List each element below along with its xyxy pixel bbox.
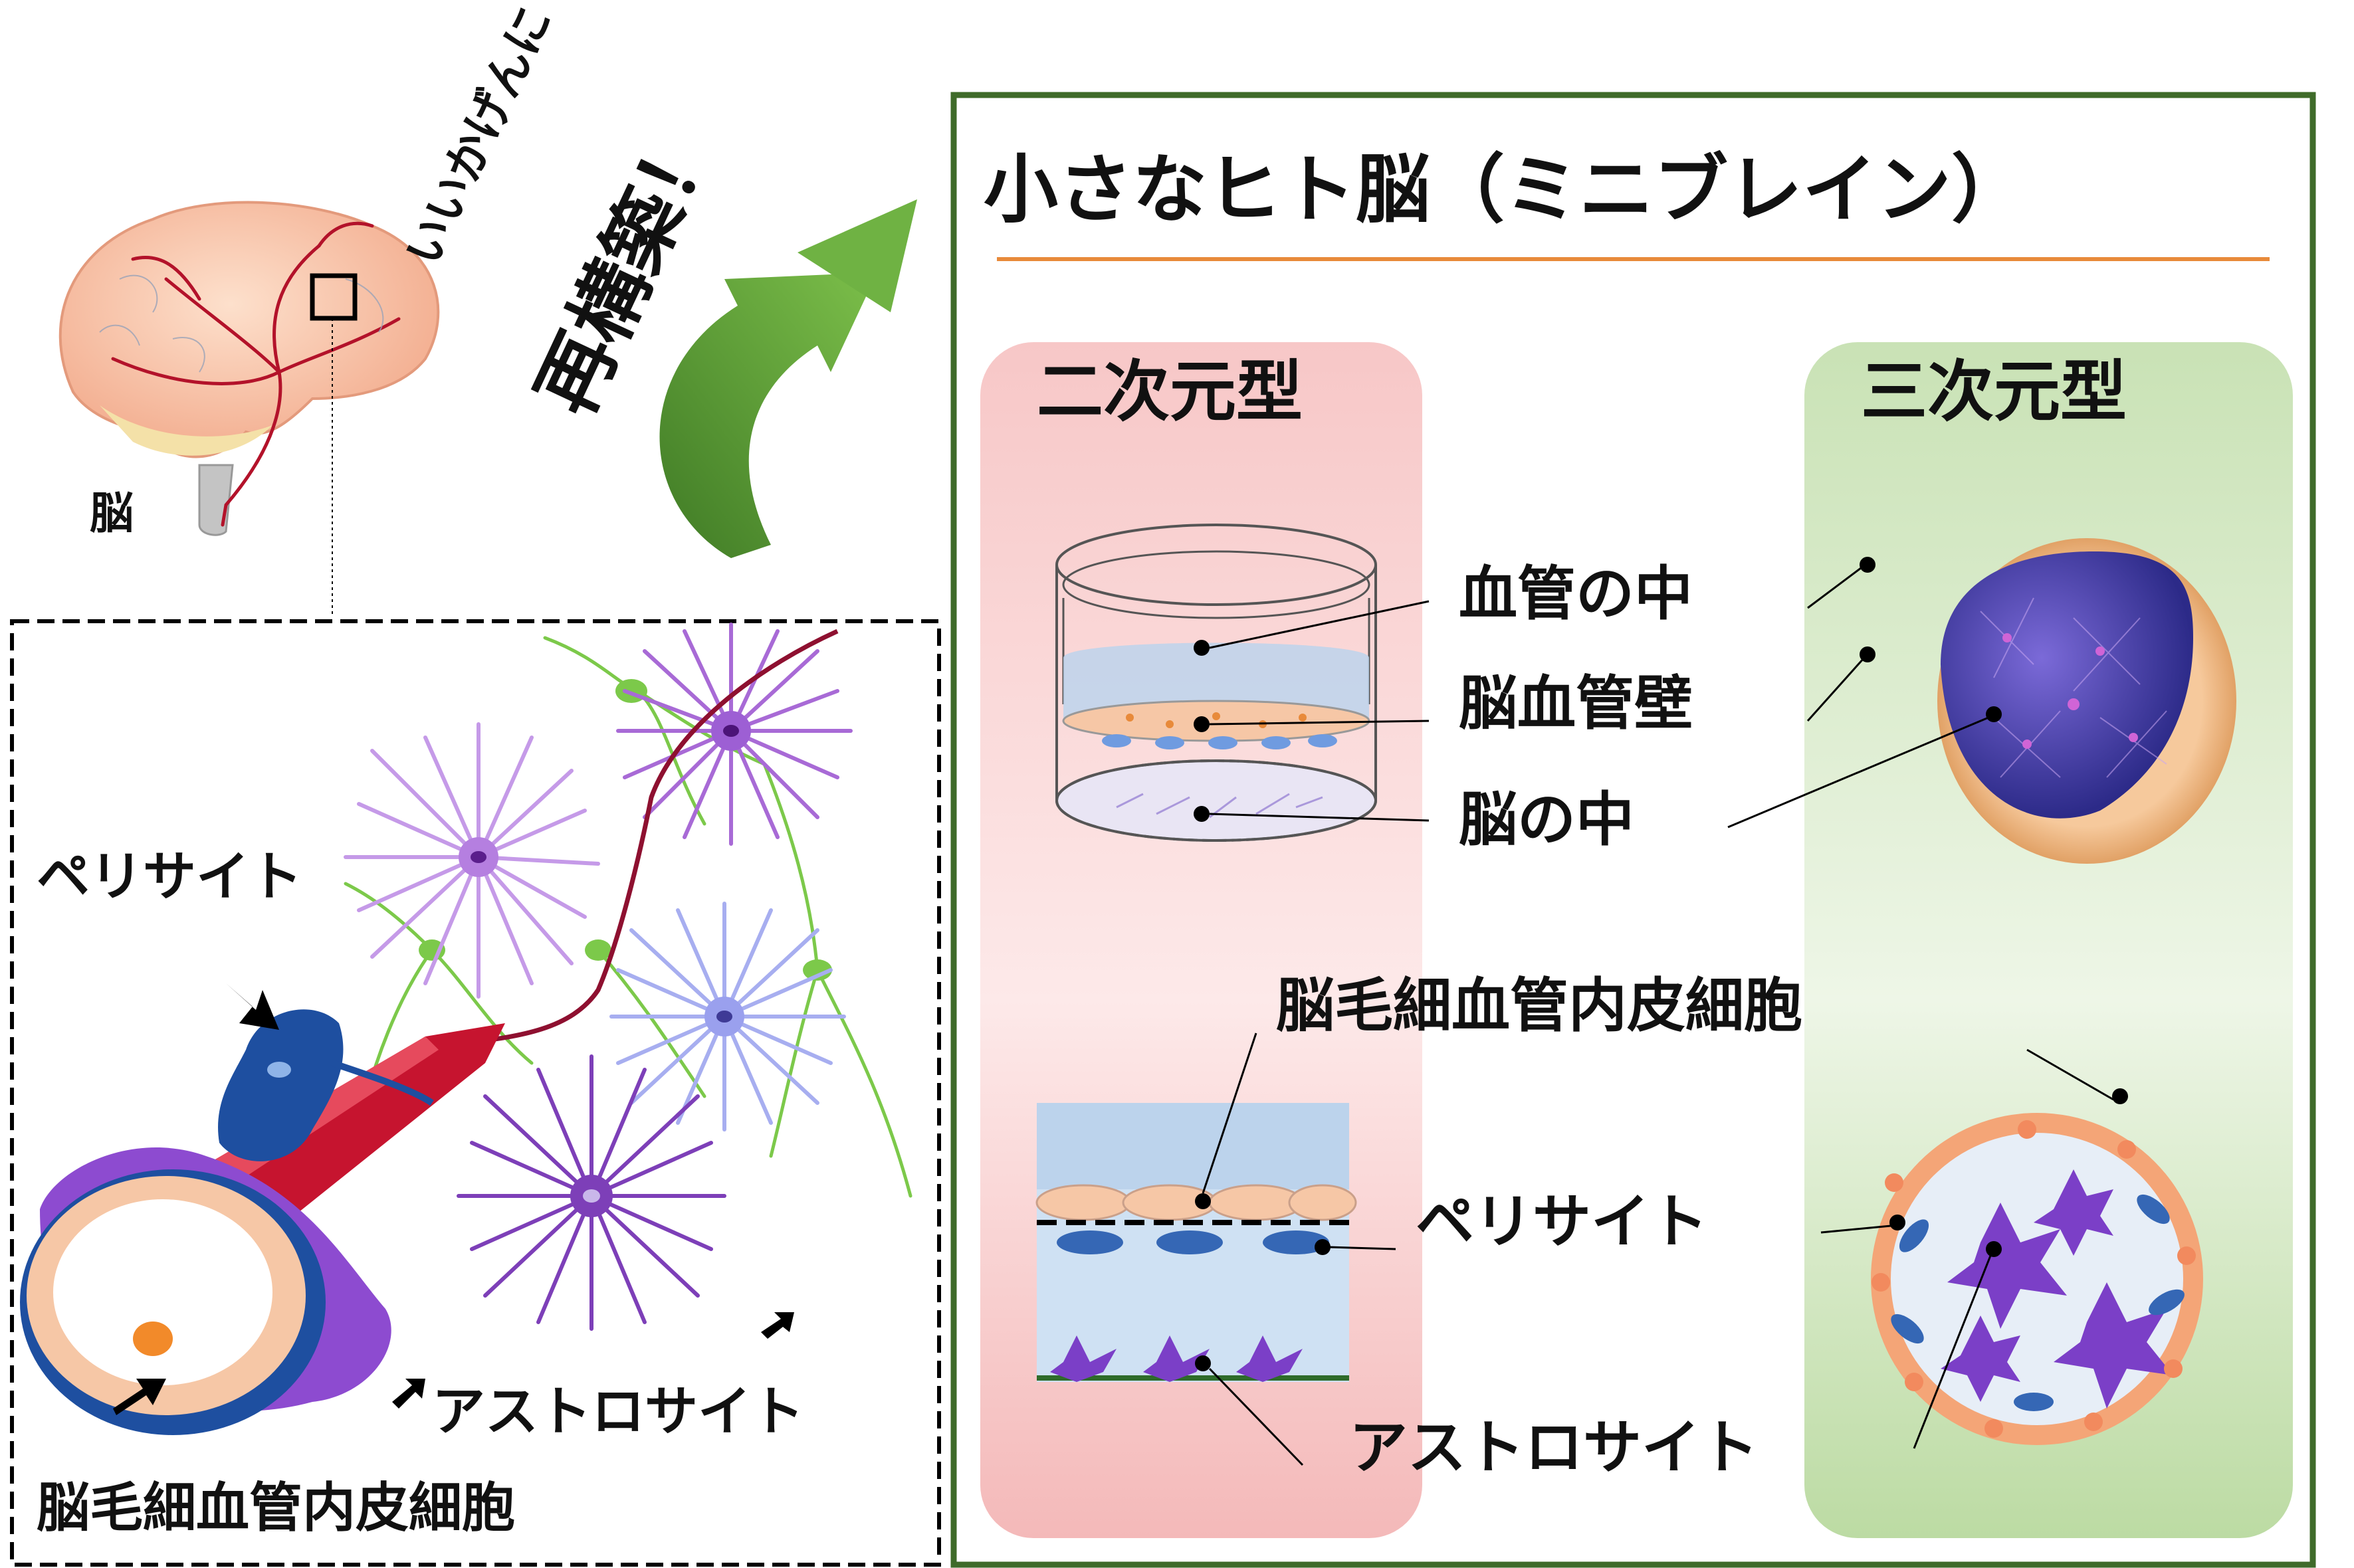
vessel-inside-label: 血管の中 (1459, 559, 1693, 628)
type-2d-heading: 二次元型 (1037, 353, 1303, 431)
layered-2d-illustration (1035, 1032, 1396, 1466)
neurovascular-illustration (20, 623, 912, 1435)
pericyte-label-left: ペリサイト (37, 846, 302, 908)
rebuild-arrow (659, 199, 917, 558)
endothelial-label-left: 脳毛細血管内皮細胞 (37, 1477, 515, 1539)
astrocyte-label-right: アストロサイト (1349, 1413, 1759, 1482)
type-3d-heading: 三次元型 (1861, 353, 2127, 431)
page-title: 小さなヒト脳（ミニブレイン） (984, 147, 2026, 233)
capillary-cross-section (20, 1147, 391, 1435)
sphere-3d-cross-section (1820, 1048, 2203, 1449)
zoom-box (10, 619, 941, 1567)
astrocyte-pink (344, 722, 600, 999)
vessel-wall-label: 脳血管壁 (1459, 669, 1693, 737)
pericyte-label-right: ペリサイト (1416, 1187, 1709, 1256)
astrocyte-purple (457, 1054, 726, 1331)
transwell-2d-illustration (1055, 524, 1430, 842)
brain-label: 脳 (90, 488, 134, 539)
endothelial-label-right: 脳毛細血管内皮細胞 (1276, 971, 1803, 1040)
brain-illustration (58, 201, 440, 615)
astrocyte-label-left: アストロサイト (432, 1381, 804, 1442)
brain-inside-label: 脳の中 (1459, 785, 1635, 854)
organoid-3d-illustration (1727, 538, 2236, 864)
